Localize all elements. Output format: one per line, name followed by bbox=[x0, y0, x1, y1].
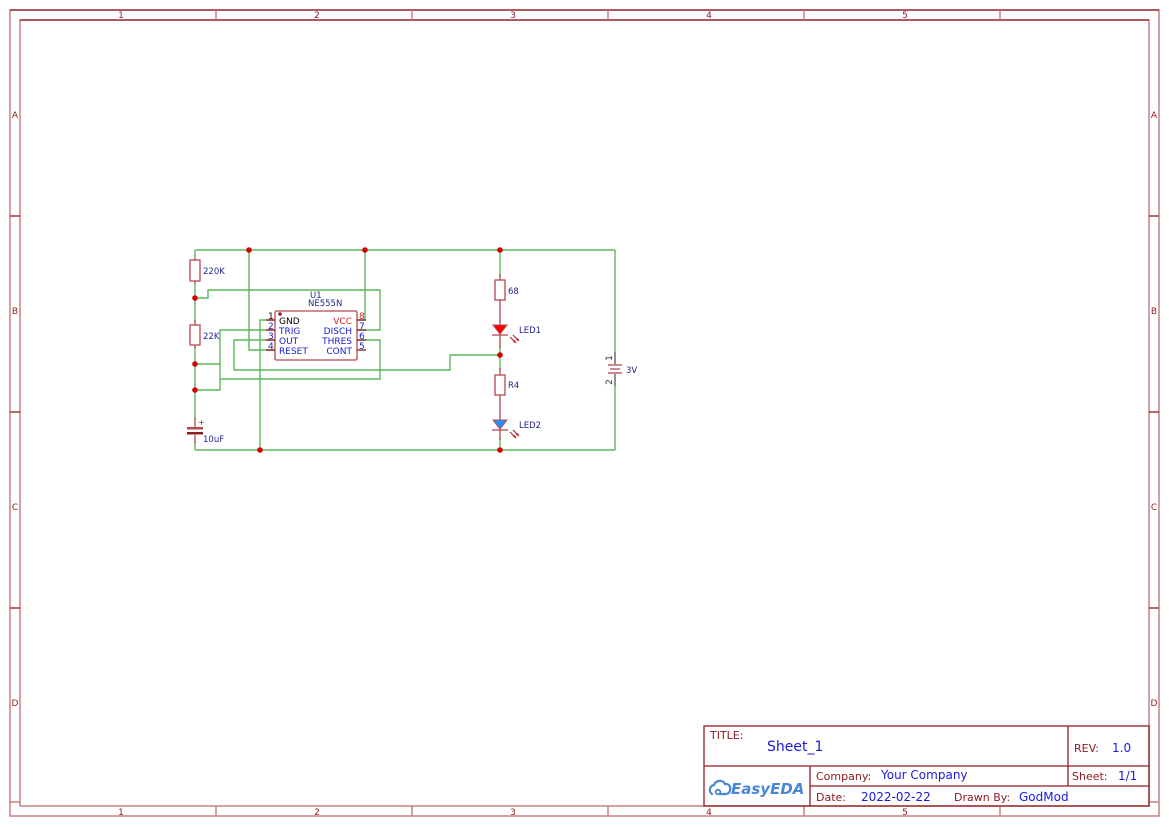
col-label-bottom-3: 3 bbox=[510, 808, 516, 818]
rev-value: 1.0 bbox=[1112, 741, 1131, 755]
u1-designator: U1 bbox=[310, 291, 322, 301]
u1-pin6-num: 6 bbox=[359, 332, 365, 342]
sheet-value: 1/1 bbox=[1118, 769, 1137, 783]
u1-pin7-num: 7 bbox=[359, 322, 365, 332]
u1-pin3-num: 3 bbox=[268, 332, 274, 342]
u1-pin1-name: GND bbox=[279, 317, 300, 327]
col-label-top-2: 2 bbox=[314, 11, 320, 21]
date-value: 2022-02-22 bbox=[861, 790, 931, 804]
resistor-r4[interactable]: R4 bbox=[494, 368, 519, 406]
title-label: TITLE: bbox=[709, 729, 743, 742]
junctions bbox=[192, 247, 503, 453]
company-label: Company: bbox=[816, 770, 871, 783]
battery-bt1[interactable]: 1 2 3V bbox=[605, 352, 637, 386]
sheet-label: Sheet: bbox=[1072, 770, 1108, 783]
row-label-left-a: A bbox=[12, 111, 19, 121]
bt1-value: 3V bbox=[626, 366, 637, 376]
sheet-frame: 1 2 3 4 5 1 2 3 4 5 A B C D A B C D bbox=[9, 9, 1160, 818]
c1-polarity: + bbox=[198, 418, 205, 427]
rev-label: REV: bbox=[1074, 742, 1099, 755]
row-label-right-a: A bbox=[1151, 111, 1158, 121]
u1-pin4-name: RESET bbox=[279, 347, 308, 357]
drawn-by-label: Drawn By: bbox=[954, 791, 1010, 804]
u1-pin3-name: OUT bbox=[279, 337, 299, 347]
col-label-bottom-4: 4 bbox=[706, 808, 712, 818]
row-label-right-c: C bbox=[1151, 503, 1157, 513]
row-label-left-d: D bbox=[12, 699, 19, 709]
r3-value: 68 bbox=[508, 287, 519, 297]
row-label-right-d: D bbox=[1151, 699, 1158, 709]
col-label-bottom-5: 5 bbox=[902, 808, 908, 818]
row-label-left-c: C bbox=[12, 503, 18, 513]
u1-pin7-name: DISCH bbox=[324, 327, 352, 337]
c1-value: 10uF bbox=[203, 435, 224, 445]
u1-part: NE555N bbox=[308, 299, 342, 309]
title-value: Sheet_1 bbox=[767, 739, 823, 755]
u1-pin4-num: 4 bbox=[268, 342, 274, 352]
cloud-icon bbox=[708, 779, 732, 796]
u1-pin5-num: 5 bbox=[359, 342, 365, 352]
led-led2[interactable]: LED2 bbox=[491, 406, 541, 440]
u1-pin1-num: 1 bbox=[268, 312, 274, 322]
ic-u1-ne555[interactable]: U1 NE555N 1 2 3 4 GND TRIG OUT RESET VCC… bbox=[266, 291, 366, 361]
u1-pin6-name: THRES bbox=[321, 337, 352, 347]
resistor-r1[interactable]: 220K bbox=[189, 258, 225, 284]
u1-pin8-num: 8 bbox=[359, 312, 365, 322]
led2-label: LED2 bbox=[519, 421, 541, 431]
u1-pin8-name: VCC bbox=[333, 317, 352, 327]
bt1-pin2-num: 2 bbox=[605, 379, 615, 385]
easyeda-logo: EasyEDA bbox=[708, 779, 804, 798]
wires[interactable] bbox=[194, 249, 616, 451]
led-led1[interactable]: LED1 bbox=[491, 310, 541, 348]
col-label-top-5: 5 bbox=[902, 11, 908, 21]
r2-value: 22K bbox=[203, 332, 220, 342]
company-value: Your Company bbox=[880, 768, 968, 782]
col-label-bottom-2: 2 bbox=[314, 808, 320, 818]
bt1-pin1-num: 1 bbox=[605, 355, 615, 361]
drawn-by-value: GodMod bbox=[1019, 790, 1069, 804]
r1-value: 220K bbox=[203, 267, 225, 277]
col-label-top-3: 3 bbox=[510, 11, 516, 21]
col-label-bottom-1: 1 bbox=[118, 808, 124, 818]
u1-pin2-num: 2 bbox=[268, 322, 274, 332]
date-label: Date: bbox=[816, 791, 846, 804]
led1-label: LED1 bbox=[519, 326, 541, 336]
logo-text: EasyEDA bbox=[731, 780, 804, 798]
col-label-top-4: 4 bbox=[706, 11, 712, 21]
resistor-r3[interactable]: 68 bbox=[494, 274, 519, 310]
resistor-r2[interactable]: 22K bbox=[189, 320, 220, 348]
col-label-top-1: 1 bbox=[118, 11, 124, 21]
row-label-right-b: B bbox=[1151, 307, 1157, 317]
capacitor-c1[interactable]: + 10uF bbox=[187, 418, 224, 445]
u1-pin2-name: TRIG bbox=[278, 327, 300, 337]
r4-value: R4 bbox=[508, 381, 519, 391]
row-label-left-b: B bbox=[12, 307, 18, 317]
u1-pin5-name: CONT bbox=[326, 347, 352, 357]
title-block: TITLE: Sheet_1 REV: 1.0 Company: Your Co… bbox=[703, 725, 1150, 807]
